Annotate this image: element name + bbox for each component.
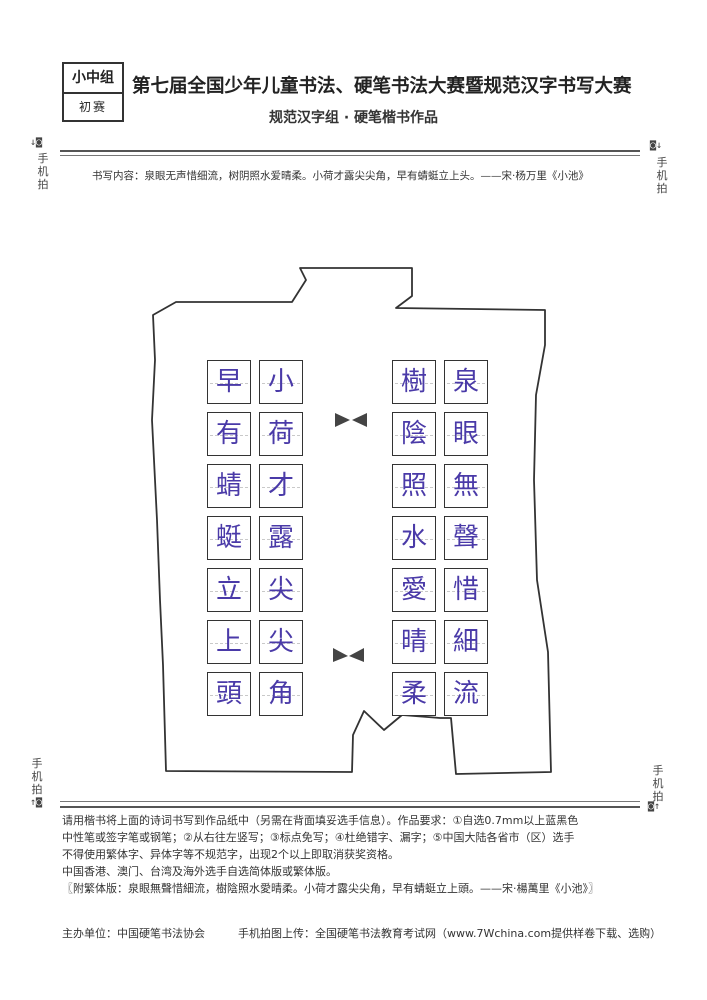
grid-cell: 眼	[444, 412, 488, 456]
character: 蜓	[215, 523, 242, 553]
bottom-rule	[60, 806, 640, 808]
side-mark-left-top: 手机拍	[37, 152, 49, 191]
side-mark-right-top: 手机拍	[656, 156, 668, 195]
grid-cell: 露	[259, 516, 303, 560]
page-subtitle: 规范汉字组 · 硬笔楷书作品	[268, 110, 439, 126]
requirements-block: 请用楷书将上面的诗词书写到作品纸中（另需在背面填妥选手信息）。作品要求：①自选0…	[62, 812, 642, 897]
grid-cell: 才	[259, 464, 303, 508]
bottom-rule-thin	[60, 801, 640, 802]
character: 才	[267, 471, 294, 501]
grid-cell: 聲	[444, 516, 488, 560]
side-mark-left-bottom: 手机拍	[31, 757, 43, 796]
side-mark-right-bottom: 手机拍	[652, 764, 664, 803]
character: 無	[452, 471, 479, 501]
character: 立	[215, 575, 242, 605]
stage-label: 初赛	[78, 100, 107, 114]
grid-cell: 晴	[392, 620, 436, 664]
character: 露	[267, 523, 294, 553]
character: 陰	[400, 419, 427, 449]
character: 聲	[452, 523, 479, 553]
character: 眼	[452, 419, 479, 449]
group-badge: 小中组 初赛	[62, 62, 124, 122]
character: 角	[267, 679, 294, 709]
character: 上	[215, 627, 242, 657]
camera-icon: ↓◙	[30, 137, 43, 148]
grid-cell: 陰	[392, 412, 436, 456]
grid-cell: 泉	[444, 360, 488, 404]
character: 蜻	[215, 471, 242, 501]
upload-text: 手机拍图上传：全国硬笔书法教育考试网（www.7Wchina.com提供样卷下载…	[238, 927, 662, 940]
grid-cell: 愛	[392, 568, 436, 612]
requirements-line: 请用楷书将上面的诗词书写到作品纸中（另需在背面填妥选手信息）。作品要求：①自选0…	[62, 814, 579, 827]
character: 照	[400, 471, 427, 501]
grid-cell: 頭	[207, 672, 251, 716]
camera-icon: ◙↑	[648, 801, 661, 812]
poem-content-line: 书写内容：泉眼无声惜细流，树阴照水爱晴柔。小荷才露尖尖角，早有蜻蜓立上头。——宋…	[92, 170, 589, 182]
requirements-line: 中性笔或签字笔或钢笔；②从右往左竖写；③标点免写；④杜绝错字、漏字；⑤中国大陆各…	[62, 831, 575, 844]
grid-cell: 有	[207, 412, 251, 456]
grid-cell: 水	[392, 516, 436, 560]
character: 愛	[400, 575, 427, 605]
grid-cell: 細	[444, 620, 488, 664]
grid-cell: 無	[444, 464, 488, 508]
grid-cell: 荷	[259, 412, 303, 456]
traditional-version-line: 〖附繁体版：泉眼無聲惜細流，樹陰照水愛晴柔。小荷才露尖尖角，早有蜻蜓立上頭。——…	[62, 882, 599, 895]
grid-cell: 蜓	[207, 516, 251, 560]
grid-cell: 立	[207, 568, 251, 612]
group-label: 小中组	[64, 64, 122, 94]
grid-cell: 上	[207, 620, 251, 664]
grid-cell: 角	[259, 672, 303, 716]
top-rule	[60, 150, 640, 152]
character: 樹	[400, 367, 427, 397]
grid-cell: 早	[207, 360, 251, 404]
character: 惜	[452, 575, 479, 605]
character: 有	[215, 419, 242, 449]
character: 晴	[400, 627, 427, 657]
character: 水	[400, 523, 427, 553]
character: 早	[215, 367, 242, 397]
character: 流	[452, 679, 479, 709]
grid-cell: 樹	[392, 360, 436, 404]
top-rule-thin	[60, 155, 640, 156]
grid-cell: 尖	[259, 620, 303, 664]
character: 頭	[215, 679, 242, 709]
character: 柔	[400, 679, 427, 709]
grid-cell: 照	[392, 464, 436, 508]
grid-cell: 蜻	[207, 464, 251, 508]
grid-cell: 尖	[259, 568, 303, 612]
requirements-line: 不得使用繁体字、异体字等不规范字，出现2个以上即取消获奖资格。	[62, 848, 399, 861]
camera-icon: ◙↓	[650, 140, 663, 151]
requirements-line: 中国香港、澳门、台湾及海外选手自选简体版或繁体版。	[62, 865, 337, 878]
organizer-text: 主办单位：中国硬笔书法协会	[62, 927, 205, 940]
character: 細	[452, 627, 479, 657]
character: 尖	[267, 627, 294, 657]
grid-cell: 惜	[444, 568, 488, 612]
page-title: 第七届全国少年儿童书法、硬笔书法大赛暨规范汉字书写大赛	[132, 76, 632, 97]
character: 泉	[452, 367, 479, 397]
character: 小	[267, 367, 294, 397]
grid-cell: 柔	[392, 672, 436, 716]
character: 荷	[267, 419, 294, 449]
grid-cell: 小	[259, 360, 303, 404]
grid-cell: 流	[444, 672, 488, 716]
camera-icon: ↑◙	[30, 797, 43, 808]
character: 尖	[267, 575, 294, 605]
